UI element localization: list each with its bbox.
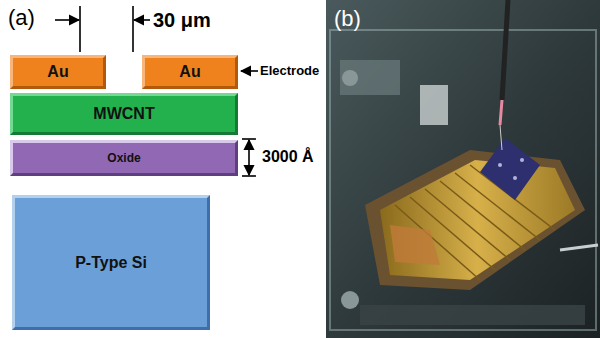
node-text: MWCNT <box>93 105 154 123</box>
panel-label: (b) <box>334 6 361 32</box>
layer-band: MWCNT <box>10 93 238 135</box>
substrate-box: P-Type Si <box>12 195 210 330</box>
label-text: Electrode <box>260 63 319 78</box>
label-text: (b) <box>334 6 361 31</box>
panel-label: (a) <box>8 5 35 31</box>
electrode-box: Au <box>10 55 106 89</box>
label-text: 3000 Å <box>262 148 314 165</box>
node-text: Oxide <box>107 151 140 165</box>
node-text: Au <box>47 63 68 81</box>
label-text: (a) <box>8 5 35 30</box>
part-label: Electrode <box>260 63 319 78</box>
electrode-box: Au <box>142 55 238 89</box>
node-text: Au <box>179 63 200 81</box>
layer-band: Oxide <box>10 140 238 176</box>
label-text: 30 μm <box>153 9 211 31</box>
node-text: P-Type Si <box>75 254 147 272</box>
dimension-label: 3000 Å <box>262 148 314 166</box>
dimension-label: 30 μm <box>153 9 211 32</box>
photo <box>326 0 600 338</box>
